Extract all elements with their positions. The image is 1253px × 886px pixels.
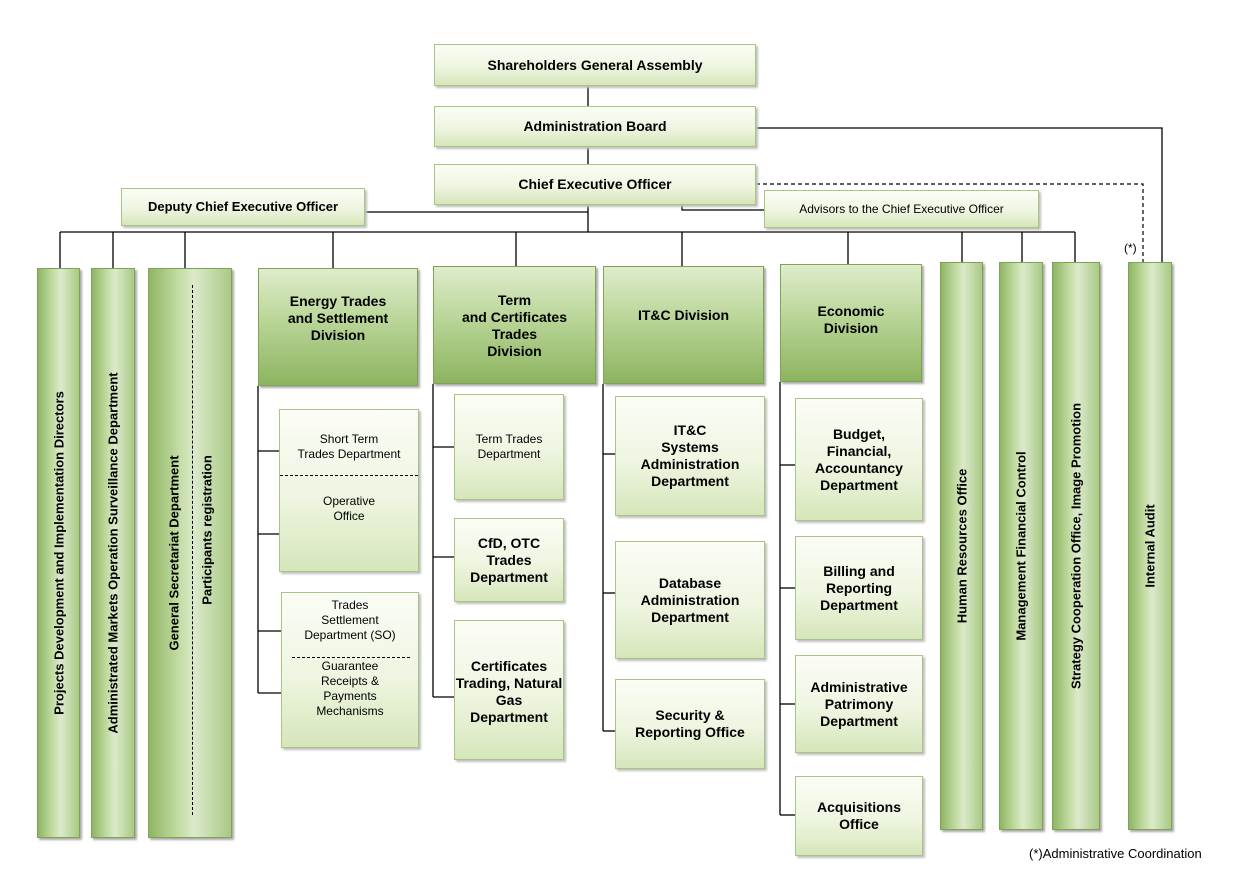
operative-office-label: Operative Office: [322, 494, 376, 523]
acquisitions-label: Acquisitions Office: [816, 799, 901, 832]
itc-systems-label: IT&C Systems Administration Department: [640, 422, 740, 489]
audit-marker: (*): [1124, 241, 1137, 255]
itc-division-label: IT&C Division: [637, 307, 729, 323]
cfd-otc-label: CfD, OTC Trades Department: [470, 534, 548, 585]
participants-registration-label: Participants registration: [199, 455, 215, 606]
acquisitions-box: Acquisitions Office: [795, 776, 923, 856]
cfd-otc-box: CfD, OTC Trades Department: [454, 518, 564, 602]
management-control-label: Management Financial Control: [1013, 451, 1029, 641]
billing-reporting-label: Billing and Reporting Department: [820, 562, 898, 613]
term-trades-box: Term Trades Department: [454, 394, 564, 500]
surveillance-department-bar: Administrated Markets Operation Surveill…: [91, 268, 135, 838]
patrimony-box: Administrative Patrimony Department: [795, 655, 923, 753]
administration-board-label: Administration Board: [523, 118, 667, 134]
strategy-office-label: Strategy Cooperation Office, Image Promo…: [1068, 402, 1084, 690]
management-control-bar: Management Financial Control: [999, 262, 1043, 830]
human-resources-bar: Human Resources Office: [940, 262, 983, 830]
budget-box: Budget, Financial, Accountancy Departmen…: [795, 398, 923, 521]
itc-systems-box: IT&C Systems Administration Department: [615, 396, 765, 516]
shareholders-box: Shareholders General Assembly: [434, 44, 756, 86]
database-admin-label: Database Administration Department: [640, 574, 740, 625]
billing-reporting-box: Billing and Reporting Department: [795, 536, 923, 640]
settlement-divider: [292, 657, 410, 658]
projects-directors-label: Projects Development and Implementation …: [51, 391, 66, 715]
shareholders-label: Shareholders General Assembly: [487, 56, 703, 73]
short-term-trades-label: Short Term Trades Department: [297, 432, 401, 461]
secretariat-divider: [192, 285, 193, 815]
term-trades-label: Term Trades Department: [475, 432, 543, 461]
term-division-label: Term and Certificates Trades Division: [461, 292, 568, 359]
ceo-box: Chief Executive Officer: [434, 164, 756, 205]
budget-label: Budget, Financial, Accountancy Departmen…: [815, 425, 903, 493]
settlement-guarantee-box: Trades Settlement Department (SO) Guaran…: [281, 592, 419, 748]
secretariat-department-label: General Secretariat Department: [166, 455, 182, 651]
administration-board-box: Administration Board: [434, 106, 756, 147]
trades-settlement-label: Trades Settlement Department (SO): [304, 598, 396, 642]
deputy-ceo-label: Deputy Chief Executive Officer: [148, 199, 338, 214]
human-resources-label: Human Resources Office: [954, 468, 969, 624]
certificates-label: Certificates Trading, Natural Gas Depart…: [455, 658, 563, 725]
security-reporting-label: Security & Reporting Office: [635, 707, 745, 740]
economic-division-box: Economic Division: [780, 264, 922, 382]
short-term-operative-box: Short Term Trades Department Operative O…: [279, 409, 419, 572]
energy-division-label: Energy Trades and Settlement Division: [287, 293, 389, 343]
term-division-box: Term and Certificates Trades Division: [433, 266, 596, 384]
footnote: (*)Administrative Coordination: [1029, 846, 1202, 861]
secretariat-department-bar: General Secretariat Department Participa…: [148, 268, 232, 838]
projects-directors-bar: Projects Development and Implementation …: [37, 268, 80, 838]
guarantee-mechanisms-label: Guarantee Receipts & Payments Mechanisms: [316, 659, 384, 718]
patrimony-label: Administrative Patrimony Department: [810, 678, 908, 729]
itc-division-box: IT&C Division: [603, 266, 764, 384]
database-admin-box: Database Administration Department: [615, 541, 765, 659]
strategy-office-bar: Strategy Cooperation Office, Image Promo…: [1052, 262, 1100, 830]
internal-audit-label: Internal Audit: [1142, 504, 1158, 588]
economic-division-label: Economic Division: [817, 303, 885, 336]
advisors-label: Advisors to the Chief Executive Officer: [799, 201, 1004, 216]
ceo-label: Chief Executive Officer: [518, 176, 672, 192]
short-term-divider: [280, 475, 418, 476]
security-reporting-box: Security & Reporting Office: [615, 679, 765, 769]
surveillance-department-label: Administrated Markets Operation Surveill…: [105, 372, 121, 734]
internal-audit-bar: Internal Audit: [1128, 262, 1172, 830]
deputy-ceo-box: Deputy Chief Executive Officer: [121, 188, 365, 226]
advisors-box: Advisors to the Chief Executive Officer: [764, 190, 1039, 228]
energy-division-box: Energy Trades and Settlement Division: [258, 268, 418, 386]
certificates-box: Certificates Trading, Natural Gas Depart…: [454, 620, 564, 760]
